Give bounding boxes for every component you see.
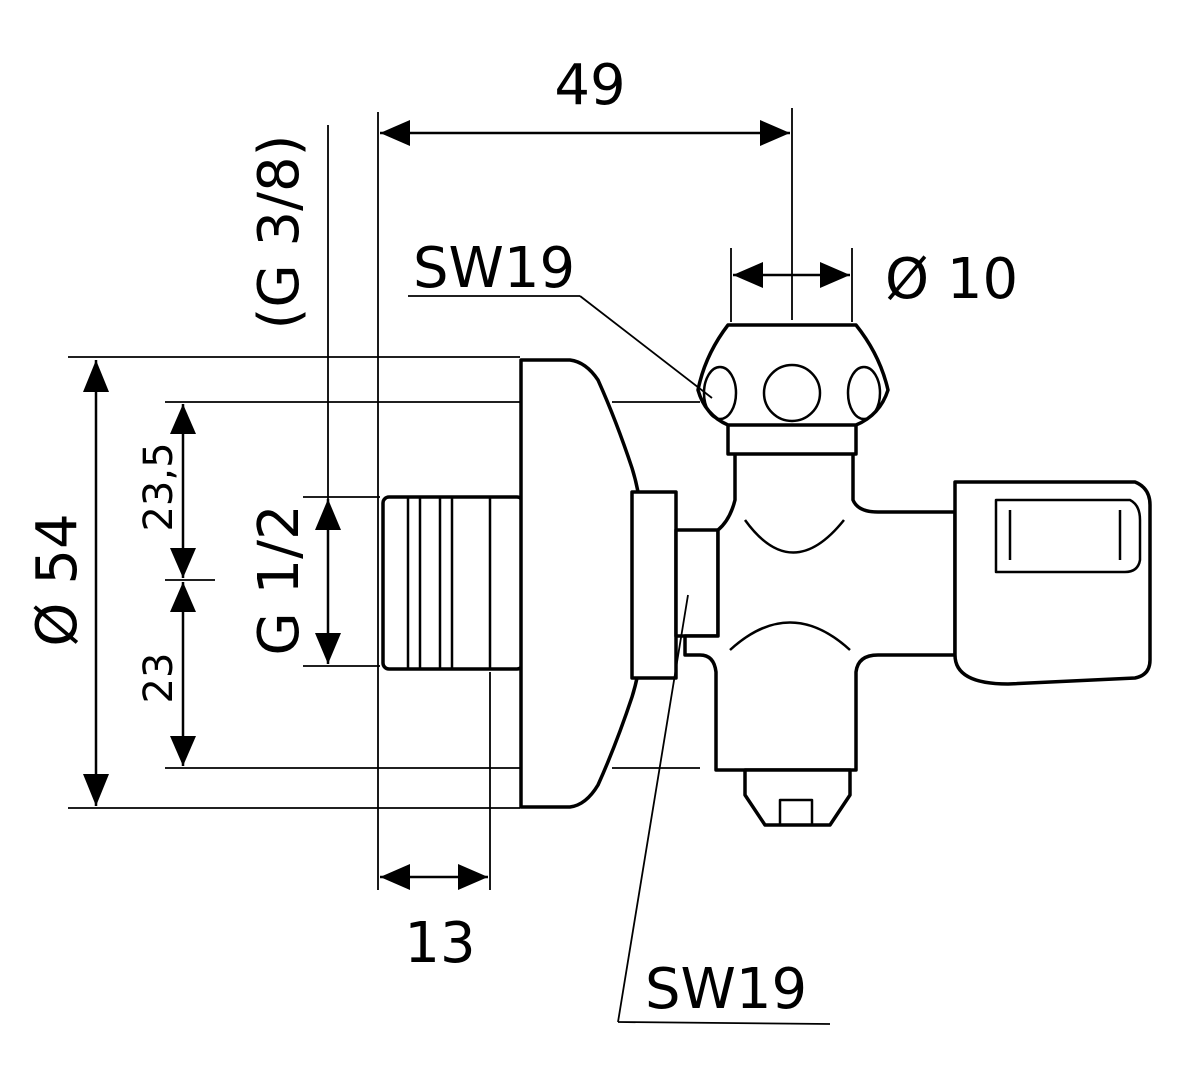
valve-neck bbox=[630, 490, 720, 680]
dim-d54-label: Ø 54 bbox=[25, 513, 90, 646]
bottom-plug bbox=[743, 768, 852, 827]
dim-23-5-line bbox=[170, 404, 196, 578]
inlet-spigot bbox=[381, 495, 525, 671]
dim-13-label: 13 bbox=[404, 911, 475, 976]
dim-23-line bbox=[170, 582, 196, 766]
valve-handle bbox=[953, 480, 1152, 686]
dim-49-line bbox=[380, 120, 790, 146]
dim-d54-line bbox=[83, 360, 109, 806]
valve-body bbox=[381, 323, 1152, 827]
dim-13-line bbox=[380, 864, 488, 890]
dim-23-5-label: 23,5 bbox=[136, 442, 182, 531]
dim-g12-line bbox=[315, 499, 341, 664]
dim-g12-label: G 1/2 bbox=[247, 504, 312, 655]
wall-flange bbox=[519, 358, 644, 809]
callout-leaders bbox=[408, 295, 831, 1025]
dim-d10-label: Ø 10 bbox=[885, 247, 1018, 312]
extension-lines bbox=[68, 108, 853, 890]
cross-body bbox=[683, 448, 957, 772]
dim-23-label: 23 bbox=[136, 653, 182, 704]
dim-49-label: 49 bbox=[554, 53, 625, 118]
dim-d10-line bbox=[733, 262, 850, 288]
dim-g38-label: (G 3/8) bbox=[247, 134, 312, 329]
dimension-lines bbox=[83, 120, 850, 890]
lower-sw19-label: SW19 bbox=[645, 957, 807, 1022]
upper-sw19-label: SW19 bbox=[413, 236, 575, 301]
top-nut bbox=[696, 323, 890, 456]
